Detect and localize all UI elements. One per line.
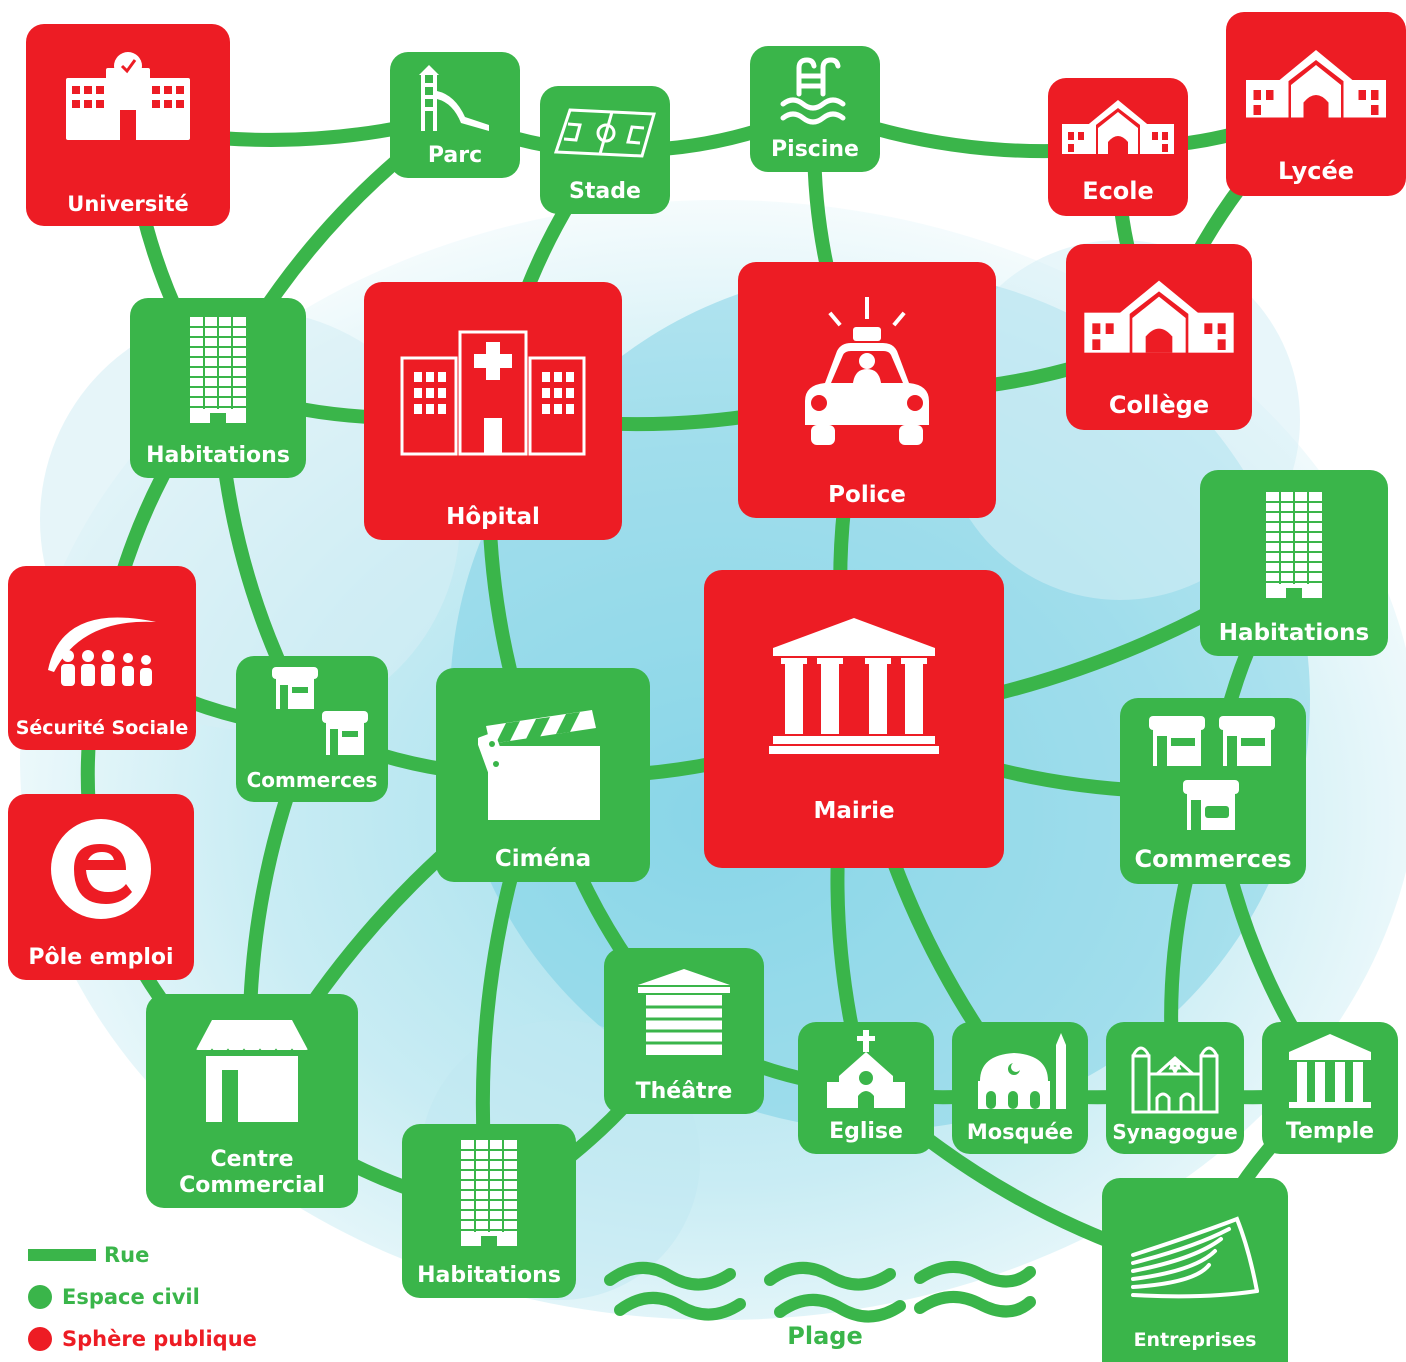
- legend-espace-civil-label: Espace civil: [62, 1285, 200, 1309]
- node-parc[interactable]: Parc: [390, 52, 520, 178]
- node-hopital[interactable]: Hôpital: [364, 282, 622, 540]
- node-synagogue-label: Synagogue: [1112, 1120, 1238, 1144]
- police-car-icon: [738, 262, 996, 482]
- node-entreprises-label: Entreprises: [1133, 1329, 1257, 1352]
- temple-icon: [1262, 1022, 1398, 1119]
- node-stade-label: Stade: [569, 178, 641, 204]
- synagogue-icon: [1106, 1022, 1244, 1121]
- node-commerces-1[interactable]: Commerces: [236, 656, 388, 802]
- node-theatre[interactable]: Théâtre: [604, 948, 764, 1114]
- node-lycee-label: Lycée: [1277, 157, 1355, 186]
- plage-label: Plage: [787, 1322, 863, 1350]
- node-securite-sociale-label: Sécurité Sociale: [15, 717, 189, 740]
- node-habitations-3[interactable]: Habitations: [402, 1124, 576, 1298]
- legend-sphere-publique-label: Sphère publique: [62, 1327, 257, 1351]
- playground-slide-icon: [390, 52, 520, 143]
- red-dot-icon: [28, 1327, 52, 1351]
- node-ecole-label: Ecole: [1082, 177, 1154, 206]
- node-lycee[interactable]: Lycée: [1226, 12, 1406, 196]
- swimming-pool-icon: [750, 46, 880, 137]
- node-temple[interactable]: Temple: [1262, 1022, 1398, 1154]
- node-cinema[interactable]: Ciména: [436, 668, 650, 882]
- node-college-label: Collège: [1108, 391, 1210, 420]
- legend-rue-label: Rue: [104, 1243, 150, 1267]
- legend-rue: Rue: [28, 1234, 257, 1276]
- town-hall-columns-icon: [704, 570, 1004, 798]
- node-habitations-2-label: Habitations: [1218, 619, 1370, 646]
- school-icon: [1226, 12, 1406, 158]
- green-dot-icon: [28, 1285, 52, 1309]
- school-icon: [1048, 78, 1188, 178]
- node-cinema-label: Ciména: [494, 845, 592, 872]
- node-mosquee[interactable]: Mosquée: [952, 1022, 1088, 1154]
- road-line-icon: [28, 1249, 96, 1261]
- shop-icon: [236, 656, 388, 769]
- node-pole-emploi[interactable]: Pôle emploi: [8, 794, 194, 980]
- shop-icon: [146, 994, 358, 1147]
- node-mairie[interactable]: Mairie: [704, 570, 1004, 868]
- apartment-building-icon: [1200, 470, 1388, 620]
- node-habitations-1-label: Habitations: [146, 442, 290, 468]
- node-universite-label: Université: [67, 191, 189, 216]
- pole-emploi-logo-icon: [8, 794, 194, 945]
- business-book-icon: [1102, 1178, 1288, 1330]
- node-habitations-1[interactable]: Habitations: [130, 298, 306, 478]
- apartment-building-icon: [130, 298, 306, 443]
- node-entreprises[interactable]: Entreprises: [1102, 1178, 1288, 1362]
- node-stade[interactable]: Stade: [540, 86, 670, 214]
- node-centre-commercial-label: Centre Commercial: [179, 1147, 325, 1198]
- node-universite[interactable]: Université: [26, 24, 230, 226]
- university-icon: [26, 24, 230, 192]
- church-icon: [798, 1022, 934, 1119]
- node-commerces-1-label: Commerces: [246, 768, 378, 792]
- legend: Rue Espace civil Sphère publique: [28, 1234, 257, 1360]
- node-piscine-label: Piscine: [771, 136, 859, 162]
- node-commerces-2[interactable]: Commerces: [1120, 698, 1306, 884]
- node-pole-emploi-label: Pôle emploi: [28, 944, 174, 970]
- node-mairie-label: Mairie: [813, 797, 895, 824]
- people-group-icon: [8, 566, 196, 718]
- node-habitations-3-label: Habitations: [417, 1262, 561, 1288]
- node-habitations-2[interactable]: Habitations: [1200, 470, 1388, 656]
- waves-icon: [604, 1260, 1036, 1323]
- node-centre-commercial[interactable]: Centre Commercial: [146, 994, 358, 1208]
- node-mosquee-label: Mosquée: [966, 1119, 1074, 1144]
- clapperboard-icon: [436, 668, 650, 846]
- theatre-icon: [604, 948, 764, 1079]
- node-police-label: Police: [828, 481, 906, 508]
- node-synagogue[interactable]: Synagogue: [1106, 1022, 1244, 1154]
- hospital-icon: [364, 282, 622, 504]
- node-hopital-label: Hôpital: [446, 503, 540, 530]
- node-ecole[interactable]: Ecole: [1048, 78, 1188, 216]
- legend-espace-civil: Espace civil: [28, 1276, 257, 1318]
- node-theatre-label: Théâtre: [635, 1078, 733, 1104]
- school-icon: [1066, 244, 1252, 392]
- shop-icon: [1120, 698, 1306, 846]
- node-temple-label: Temple: [1285, 1118, 1375, 1144]
- apartment-building-icon: [402, 1124, 576, 1263]
- node-securite-sociale[interactable]: Sécurité Sociale: [8, 566, 196, 750]
- stadium-field-icon: [540, 86, 670, 179]
- node-commerces-2-label: Commerces: [1134, 845, 1292, 874]
- node-piscine[interactable]: Piscine: [750, 46, 880, 172]
- node-college[interactable]: Collège: [1066, 244, 1252, 430]
- node-eglise-label: Eglise: [829, 1118, 903, 1144]
- node-police[interactable]: Police: [738, 262, 996, 518]
- legend-sphere-publique: Sphère publique: [28, 1318, 257, 1360]
- node-eglise[interactable]: Eglise: [798, 1022, 934, 1154]
- node-parc-label: Parc: [427, 142, 483, 168]
- mosque-icon: [952, 1022, 1088, 1120]
